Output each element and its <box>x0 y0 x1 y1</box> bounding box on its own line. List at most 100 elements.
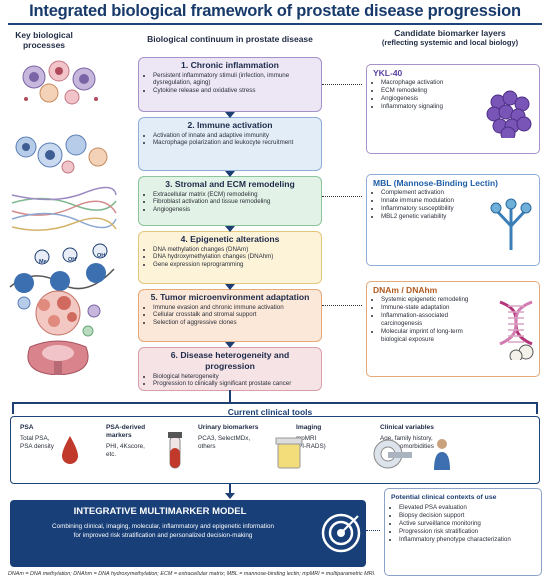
stage-title: 3. Stromal and ECM remodeling <box>165 179 295 189</box>
biomarker-name: YKL-40 <box>373 68 403 78</box>
stage-item: Persistent inflammatory stimuli (infecti… <box>153 72 315 87</box>
stage-arrow-2 <box>225 171 235 177</box>
stage-items: Immune evasion and chronic immune activa… <box>145 304 315 326</box>
stage-items: DNA methylation changes (DNAm)DNA hydrox… <box>145 246 315 268</box>
stage-item: Immune evasion and chronic immune activa… <box>153 304 315 311</box>
tumor-microenvironment-icon <box>17 290 101 337</box>
right-column-heading: Candidate biomarker layers (reflecting s… <box>360 28 540 48</box>
right-heading-line2: (reflecting systemic and local biology) <box>381 38 519 47</box>
tool-detail: (PI-RADS) <box>296 442 326 450</box>
stage-item: Fibroblast activation and tissue remodel… <box>153 198 315 205</box>
stage-arrow-5 <box>225 342 235 348</box>
model-title: INTEGRATIVE MULTIMARKER MODEL <box>73 506 247 517</box>
tool-icons <box>62 432 450 470</box>
hydroxyl-label-1: OH <box>68 257 77 263</box>
tool-title: Clinical variables <box>380 424 434 431</box>
stage-title: 5. Tumor microenvironment adaptation <box>150 292 310 302</box>
patient-icon <box>434 439 450 470</box>
tool-detail: Total PSA, <box>20 435 50 442</box>
to-tools-line <box>229 390 231 402</box>
stage-item: Angiogenesis <box>153 206 315 213</box>
center-column-heading: Biological continuum in prostate disease <box>147 34 313 44</box>
left-column-heading: Key biological processes <box>15 30 73 50</box>
biomarker-items: Complement activationInnate immune modul… <box>373 189 489 221</box>
context-item: Elevated PSA evaluation <box>399 504 535 512</box>
stage-item: Macrophage polarization and leukocyte re… <box>153 139 315 146</box>
tool-title: PSA-derived markers <box>106 424 146 439</box>
clinical-contexts-box: Potential clinical contexts of use Eleva… <box>384 488 542 576</box>
stage-box-1: 1. Chronic inflammationPersistent inflam… <box>138 57 322 112</box>
biomarker-item: ECM remodeling <box>381 87 489 95</box>
stage-items: Activation of innate and adaptive immuni… <box>145 132 315 147</box>
stage-item: DNA hydroxymethylation changes (DNAhm) <box>153 253 315 260</box>
dna-helix-icon <box>499 300 534 360</box>
title-underline <box>8 23 542 25</box>
stage-arrow-1 <box>225 112 235 118</box>
to-model-arrow <box>225 493 235 499</box>
right-heading-line1: Candidate biomarker layers <box>394 28 506 38</box>
context-item: Biopsy decision support <box>399 512 535 520</box>
biomarker-item: Inflammatory signaling <box>381 103 489 111</box>
biomarker-items: Systemic epigenetic remodelingImmune-sta… <box>373 296 489 344</box>
biomarker-item: Molecular imprint of long-term biologica… <box>381 328 489 344</box>
stage-title: 4. Epigenetic alterations <box>180 234 280 244</box>
biomarker-item: Macrophage activation <box>381 79 489 87</box>
blood-drop-icon <box>62 436 78 464</box>
context-item: Progression risk stratification <box>399 528 535 536</box>
context-item: Active surveillance monitoring <box>399 520 535 528</box>
tool-detail: DRE, comorbidities <box>380 442 434 450</box>
mri-scanner-icon <box>373 439 412 469</box>
stage-item: Cellular crosstalk and stromal support <box>153 311 315 318</box>
figure-title: Integrated biological framework of prost… <box>29 2 521 20</box>
contexts-connector <box>366 530 380 531</box>
tool-title: Imaging <box>296 424 322 431</box>
urine-cup-icon <box>275 437 303 469</box>
biomarker-items: Macrophage activationECM remodelingAngio… <box>373 79 489 111</box>
stage-title: 6. Disease heterogeneity and progression <box>170 350 290 371</box>
stage-box-3: 3. Stromal and ECM remodelingExtracellul… <box>138 176 322 226</box>
biomarker-item: Immune-state adaptation <box>381 304 489 312</box>
stage-item: Biological heterogeneity <box>153 373 315 380</box>
stage-item: Selection of aggressive clones <box>153 319 315 326</box>
tool-detail: others <box>198 442 216 450</box>
stage-item: Gene expression reprogramming <box>153 261 315 268</box>
dnam-connector <box>322 305 362 306</box>
stage-title: 2. Immune activation <box>187 120 273 130</box>
stage-box-5: 5. Tumor microenvironment adaptationImmu… <box>138 289 322 342</box>
tool-detail: Age, family history, <box>380 435 433 442</box>
immune-cells-icon <box>15 134 108 174</box>
stage-box-4: 4. Epigenetic alterationsDNA methylation… <box>138 231 322 284</box>
to-model-line <box>229 484 231 493</box>
biomarker-item: Inflammation-associated carcinogenesis <box>381 312 489 328</box>
biomarker-box-3: DNAm / DNAhmSystemic epigenetic remodeli… <box>366 281 540 377</box>
tool-title: PSA <box>20 424 34 431</box>
biomarker-item: Innate immune modulation <box>381 197 489 205</box>
blood-tube-icon <box>168 432 182 469</box>
stage-box-6: 6. Disease heterogeneity and progression… <box>138 347 322 391</box>
biomarker-item: Inflammatory susceptibility <box>381 205 489 213</box>
tool-detail: PSA density <box>20 442 54 450</box>
stage-item: Extracellular matrix (ECM) remodeling <box>153 191 315 198</box>
methyl-label: Me <box>39 259 47 265</box>
model-description: Combining clinical, imaging, molecular, … <box>10 522 316 540</box>
hydroxyl-label-2: OH <box>97 253 106 259</box>
tools-heading: Current clinical tools <box>160 407 380 417</box>
tool-title: Urinary biomarkers <box>198 424 259 431</box>
biomarker-item: MBL2 genetic variability <box>381 213 489 221</box>
abbreviation-footnote: DNAm = DNA methylation; DNAhm = DNA hydr… <box>8 571 376 577</box>
contexts-list: Elevated PSA evaluationBiopsy decision s… <box>391 504 535 544</box>
tool-detail: PCA3, SelectMDx, <box>198 435 251 442</box>
stage-item: Activation of innate and adaptive immuni… <box>153 132 315 139</box>
stage-arrow-4 <box>225 284 235 290</box>
tool-detail: etc. <box>106 450 117 458</box>
contexts-title: Potential clinical contexts of use <box>391 494 497 501</box>
integrative-model-box: INTEGRATIVE MULTIMARKER MODEL Combining … <box>10 500 366 567</box>
inflammation-cells-icon <box>22 60 98 105</box>
prostate-organ-icon <box>27 340 89 375</box>
biomarker-item: Systemic epigenetic remodeling <box>381 296 489 304</box>
stage-items: Extracellular matrix (ECM) remodelingFib… <box>145 191 315 213</box>
clinical-tools-panel <box>10 416 540 484</box>
stage-items: Biological heterogeneityProgression to c… <box>145 373 315 388</box>
